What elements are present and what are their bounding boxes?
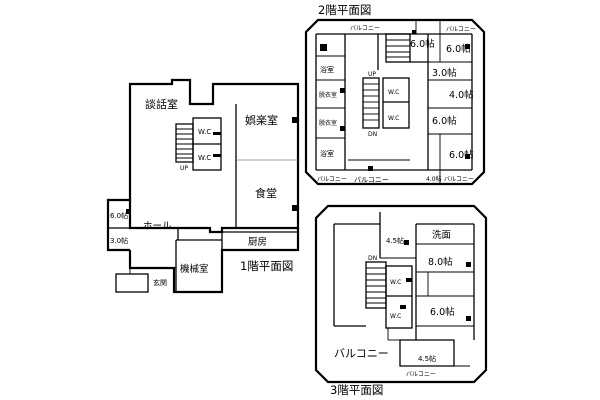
f2-balcony-top-right-label: バルコニー <box>446 26 476 33</box>
floor-1-west-wing <box>106 198 130 252</box>
floor-2-wc-block <box>382 77 410 129</box>
f1-room-6jo-label: 6.0帖 <box>110 211 128 220</box>
f2-room-6jo-c-label: 6.0帖 <box>432 115 457 127</box>
floor-2-top-stair <box>385 33 411 63</box>
floor-2-stair <box>362 77 380 129</box>
f1-machine-room-label: 機械室 <box>180 263 209 275</box>
floor-3-outer-wall <box>314 204 488 384</box>
floor-1-caption: 1階平面図 <box>240 259 293 273</box>
f1-wc-lower-label: W.C <box>198 154 211 162</box>
f3-balcony-large-label: バルコニー <box>334 347 389 360</box>
f2-dressing-lower-label: 脱衣室 <box>319 119 337 127</box>
floor-3-plan <box>314 204 488 384</box>
f1-lounge-label: 談話室 <box>145 97 178 111</box>
f3-room-6jo-label: 6.0帖 <box>430 306 455 318</box>
f2-wc-lower-label: W.C <box>388 115 399 122</box>
f2-room-6jo-b-label: 6.0帖 <box>446 43 471 55</box>
f1-stair-up-label: UP <box>180 165 188 172</box>
f3-wc-lower-label: W.C <box>390 313 401 320</box>
f2-balcony-top-left-label: バルコニー <box>350 25 380 32</box>
f2-bath-upper-label: 浴室 <box>320 65 334 74</box>
f1-hall-label: ホール <box>143 221 172 232</box>
f2-dressing-door-mark-2 <box>340 126 345 131</box>
machine-room-outline <box>175 239 222 292</box>
f2-room-4jo-b-label: 4.0帖 <box>426 175 442 183</box>
f1-room-3jo-label: 3.0帖 <box>110 236 128 245</box>
floor-3-caption: 3階平面図 <box>330 383 383 397</box>
f2-wc-upper-label: W.C <box>388 89 399 96</box>
f2-room-4jo-a-label: 4.0帖 <box>449 89 474 101</box>
floor-3-stair <box>365 261 387 309</box>
f2-door-mark-b <box>465 44 470 49</box>
west-room-door-mark <box>126 209 130 214</box>
f3-stair-dn-label: DN <box>368 255 377 262</box>
floor-1-stair <box>175 123 194 163</box>
f2-door-mark-d <box>368 166 373 171</box>
f2-dressing-door-mark <box>340 88 345 93</box>
floor-2-plan <box>304 18 486 186</box>
f2-door-mark-a <box>412 30 416 34</box>
floor-1-outer-wall <box>128 78 300 234</box>
f2-balcony-bottom-right-label: バルコニー <box>444 176 474 183</box>
f2-stair-up-label: UP <box>368 71 376 78</box>
f2-room-3jo-label: 3.0帖 <box>432 67 457 79</box>
f2-stair-dn-label: DN <box>368 131 377 138</box>
f2-bath-lower-label: 浴室 <box>320 149 334 158</box>
kitchen-outline <box>221 228 298 250</box>
f3-wc-upper-label: W.C <box>390 279 401 286</box>
f2-door-mark-c <box>465 154 470 159</box>
f3-room-45jo-top-label: 4.5帖 <box>386 236 404 245</box>
f2-room-6jo-d-label: 6.0帖 <box>449 149 474 161</box>
floor-1-plan <box>106 78 300 294</box>
entrance-box <box>115 273 149 293</box>
f1-wc-upper-label: W.C <box>198 128 211 136</box>
f1-entrance-label: 玄関 <box>153 278 167 287</box>
f1-recreation-label: 娯楽室 <box>245 113 278 127</box>
f2-bath-fixture <box>320 44 327 51</box>
f2-room-6jo-a-label: 6.0帖 <box>410 38 435 50</box>
f3-room-8jo-label: 8.0帖 <box>428 256 453 268</box>
f3-door-mark-b <box>466 262 471 267</box>
f1-kitchen-label: 厨房 <box>248 236 267 248</box>
f2-balcony-left-bottom-label: バルコニー <box>317 176 347 183</box>
f3-room-45jo-bottom-label: 4.5帖 <box>418 354 436 363</box>
f3-balcony-small-label: バルコニー <box>406 371 436 378</box>
f2-dressing-upper-label: 脱衣室 <box>319 91 337 99</box>
floor-3-wc-block <box>385 265 413 329</box>
f3-door-mark-a <box>404 240 409 245</box>
f3-washroom-label: 洗面 <box>432 229 451 241</box>
recreation-column <box>292 117 297 123</box>
f3-door-mark-c <box>466 316 471 321</box>
floor-2-caption: 2階平面図 <box>318 3 371 17</box>
f2-balcony-bottom-label: バルコニー <box>354 176 389 184</box>
f1-dining-label: 食堂 <box>255 186 277 200</box>
dining-column <box>292 205 297 211</box>
floor-1-wc-block <box>192 117 222 171</box>
floor-2-outer-wall <box>304 18 486 186</box>
floor-1-south-wall <box>128 228 300 294</box>
